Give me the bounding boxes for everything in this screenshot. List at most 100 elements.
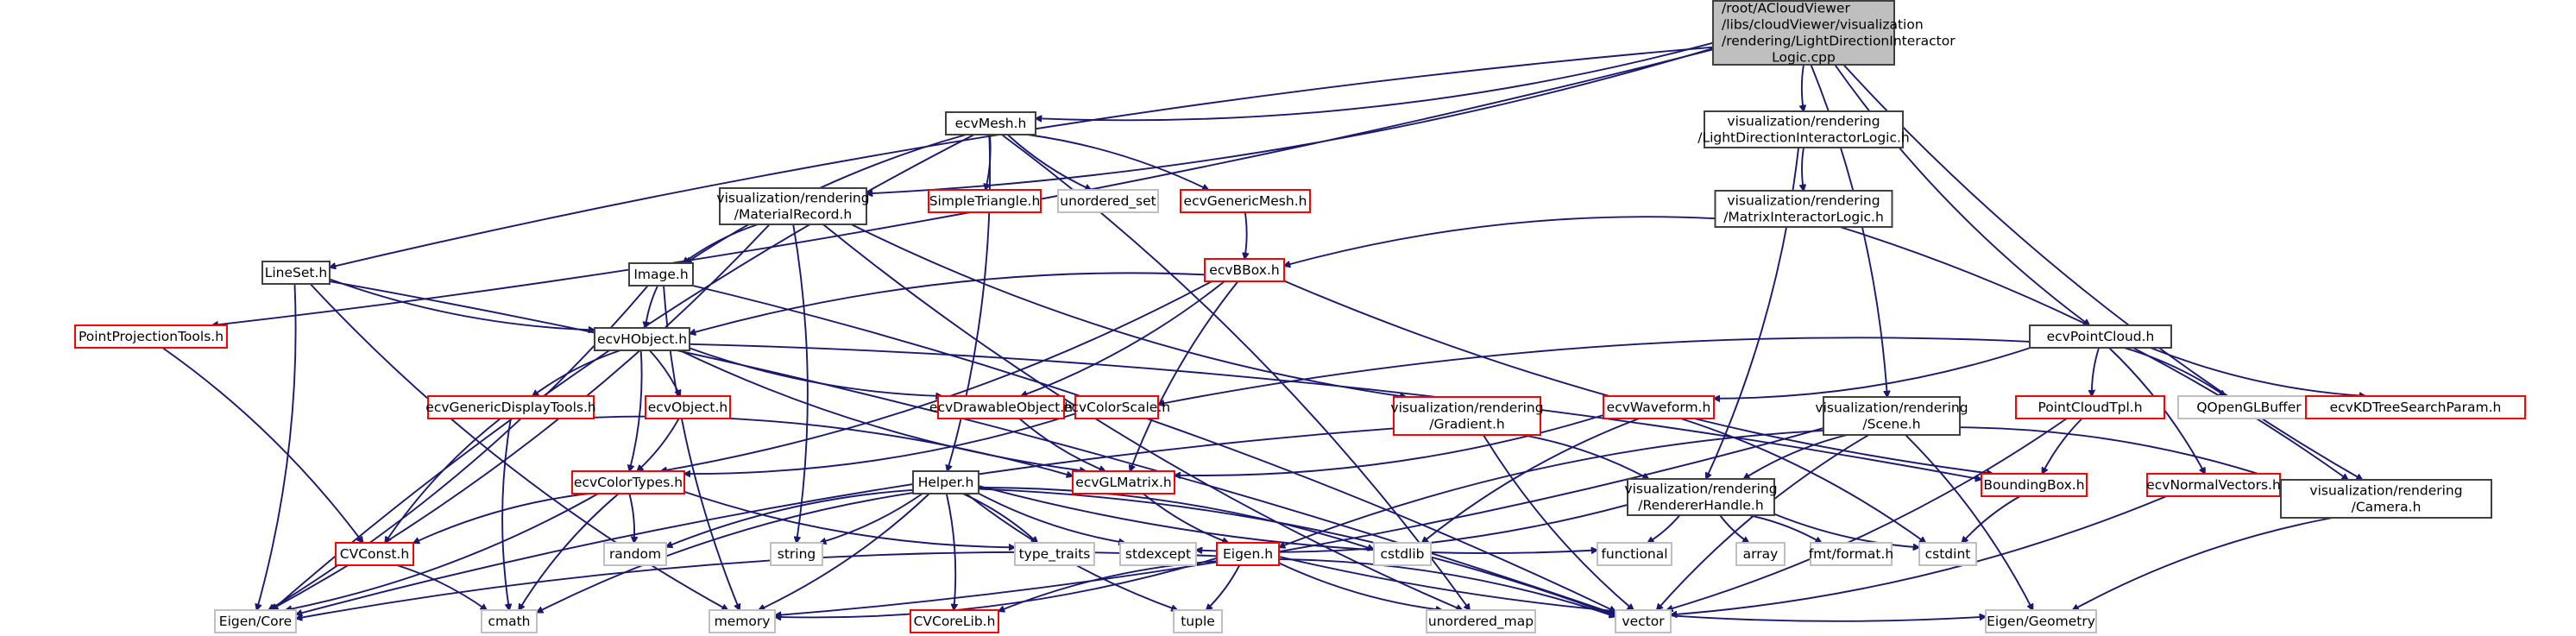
edge-ecvDrawableObject-to-ecvGLMatrix — [1018, 418, 1105, 471]
node-box — [1057, 189, 1159, 213]
node-LDILogic[interactable]: visualization/rendering/LightDirectionIn… — [1697, 110, 1910, 148]
node-CVConst[interactable]: CVConst.h — [335, 542, 414, 566]
node-ecvPointCloud[interactable]: ecvPointCloud.h — [2029, 324, 2172, 349]
node-Helper[interactable]: Helper.h — [912, 470, 979, 494]
node-CVCoreLib[interactable]: CVCoreLib.h — [910, 609, 999, 633]
edge-ecvMesh-to-EigenCore — [272, 134, 975, 610]
nodes-layer: /root/ACloudViewer/libs/cloudViewer/visu… — [74, 0, 2526, 633]
node-box — [1074, 395, 1159, 419]
node-label: /libs/cloudViewer/visualization — [1722, 17, 1924, 33]
node-label: CVConst.h — [340, 546, 409, 562]
node-label: /rendering/LightDirectionInteractor — [1722, 34, 1956, 49]
node-memory: memory — [709, 609, 776, 633]
edge-Helper-to-vector — [978, 488, 1616, 616]
node-box — [1712, 0, 1895, 66]
edge-Eigen-to-unordered_map — [1278, 562, 1442, 610]
node-box — [1735, 542, 1786, 566]
node-ecvBBox[interactable]: ecvBBox.h — [1204, 258, 1285, 282]
node-BoundingBox[interactable]: BoundingBox.h — [1981, 473, 2088, 497]
node-ecvGenericMesh[interactable]: ecvGenericMesh.h — [1180, 189, 1311, 213]
edge-Helper-to-CVCoreLib — [945, 493, 955, 610]
node-label: Eigen/Core — [219, 614, 292, 629]
node-ecvColorTypes[interactable]: ecvColorTypes.h — [571, 470, 685, 494]
node-box — [1918, 542, 1977, 566]
edge-MaterialRecord-to-string — [792, 224, 809, 543]
node-ecvNormalVectors[interactable]: ecvNormalVectors.h — [2146, 473, 2281, 497]
edge-ecvHObject-to-ecvDrawableObject — [689, 347, 942, 396]
node-box — [1985, 609, 2097, 633]
edge-ecvColorScale-to-ecvColorTypes — [684, 412, 1076, 474]
node-MaterialRecord[interactable]: visualization/rendering/MaterialRecord.h — [716, 187, 870, 225]
edge-LineSet-to-EigenCore — [257, 283, 297, 610]
node-Gradient[interactable]: visualization/rendering/Gradient.h — [1390, 396, 1544, 436]
edge-ecvNormalVectors-to-vector — [1671, 495, 2167, 614]
node-PointCloudTpl[interactable]: PointCloudTpl.h — [2015, 395, 2165, 419]
node-fmt_format: fmt/format.h — [1809, 542, 1893, 566]
node-label: visualization/rendering — [1727, 114, 1880, 129]
node-label: ecvNormalVectors.h — [2146, 477, 2281, 493]
node-box — [1704, 110, 1904, 148]
edge-root-to-LDILogic — [1802, 64, 1804, 111]
node-box — [2280, 479, 2492, 519]
node-box — [571, 470, 685, 494]
edge-Scene-to-memory — [775, 427, 1824, 615]
node-ecvDrawableObject[interactable]: ecvDrawableObject.h — [929, 395, 1073, 419]
edge-ecvHObject-to-ecvColorTypes — [629, 349, 643, 471]
node-box — [2029, 324, 2172, 349]
node-label: PointCloudTpl.h — [2037, 400, 2142, 415]
edge-ecvColorTypes-to-type_traits — [683, 490, 1015, 547]
node-MILogic[interactable]: visualization/rendering/MatrixInteractor… — [1714, 190, 1893, 228]
node-PointProjectionTools[interactable]: PointProjectionTools.h — [74, 324, 228, 349]
node-ecvObject[interactable]: ecvObject.h — [645, 395, 731, 419]
node-Scene[interactable]: visualization/rendering/Scene.h — [1815, 396, 1968, 436]
node-box — [1373, 542, 1432, 566]
node-box — [719, 187, 867, 225]
edge-PointProjectionTools-to-CVConst — [161, 347, 362, 543]
edge-Gradient-to-EigenCore — [296, 427, 1395, 614]
edge-LineSet-to-ecvHObject — [329, 278, 595, 331]
node-Eigen[interactable]: Eigen.h — [1216, 542, 1280, 566]
node-QOpenGLBuffer: QOpenGLBuffer — [2177, 395, 2321, 419]
node-label: Image.h — [633, 267, 688, 282]
edge-ecvBBox-to-ecvGLMatrix — [1130, 280, 1239, 471]
edge-RendererHandle-to-cstdint — [1773, 513, 1919, 548]
node-ecvKDTreeSearchParam[interactable]: ecvKDTreeSearchParam.h — [2305, 395, 2526, 419]
node-label: CVCoreLib.h — [914, 614, 996, 629]
node-SimpleTriangle[interactable]: SimpleTriangle.h — [928, 189, 1042, 213]
node-label: stdexcept — [1125, 546, 1191, 562]
node-box — [1627, 478, 1775, 516]
edge-ecvGenericMesh-to-ecvBBox — [1244, 211, 1246, 259]
node-ecvGenericDisplayTools[interactable]: ecvGenericDisplayTools.h — [425, 395, 596, 419]
edge-root-to-ecvMesh — [1036, 41, 1714, 121]
node-label: string — [778, 546, 816, 562]
edge-ecvColorTypes-to-cmath — [519, 493, 620, 610]
node-ecvGLMatrix[interactable]: ecvGLMatrix.h — [1072, 470, 1175, 494]
edge-Helper-to-memory — [759, 493, 930, 610]
edge-RendererHandle-to-fmt_format — [1748, 514, 1821, 543]
edge-ecvObject-to-ecvColorTypes — [637, 418, 680, 471]
node-box — [1014, 542, 1095, 566]
node-RendererHandle[interactable]: visualization/rendering/RendererHandle.h — [1624, 478, 1778, 516]
edge-MaterialRecord-to-Gradient — [851, 224, 1407, 397]
node-label: /RendererHandle.h — [1638, 498, 1763, 513]
node-ecvHObject[interactable]: ecvHObject.h — [594, 327, 690, 351]
node-label: /Scene.h — [1862, 417, 1920, 432]
node-Camera[interactable]: visualization/rendering/Camera.h — [2280, 479, 2492, 519]
edge-ecvPointCloud-to-ecvColorScale — [1158, 337, 2031, 404]
edge-ecvMesh-to-unordered_set — [1006, 134, 1092, 190]
node-LineSet[interactable]: LineSet.h — [261, 261, 331, 285]
node-box — [2305, 395, 2526, 419]
edge-PointCloudTpl-to-vector — [1666, 418, 2068, 610]
node-ecvColorScale[interactable]: ecvColorScale.h — [1063, 395, 1170, 419]
node-label: BoundingBox.h — [1983, 477, 2084, 493]
node-label: visualization/rendering — [716, 191, 869, 206]
node-box — [1393, 396, 1541, 436]
node-ecvWaveform[interactable]: ecvWaveform.h — [1603, 395, 1715, 419]
node-Image[interactable]: Image.h — [628, 262, 694, 287]
node-root[interactable]: /root/ACloudViewer/libs/cloudViewer/visu… — [1712, 0, 1956, 66]
edge-ecvPointCloud-to-ecvKDTreeSearchParam — [2150, 347, 2365, 396]
node-ecvMesh[interactable]: ecvMesh.h — [945, 111, 1036, 135]
edge-Gradient-to-RendererHandle — [1521, 434, 1648, 480]
node-EigenCore: Eigen/Core — [214, 609, 297, 633]
node-box — [2146, 473, 2281, 497]
